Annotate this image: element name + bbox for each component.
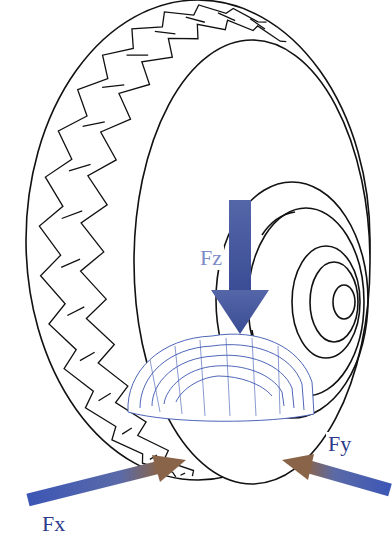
arrow-shaft bbox=[229, 200, 251, 292]
tread-groove bbox=[127, 54, 149, 55]
patch-mesh bbox=[150, 338, 280, 416]
tread-groove bbox=[61, 259, 80, 267]
tread-groove bbox=[186, 17, 205, 22]
tread-groove bbox=[99, 393, 111, 400]
contact-patch bbox=[128, 334, 314, 421]
patch-contour bbox=[128, 334, 314, 421]
patch-contour bbox=[152, 355, 294, 408]
arrow-shaft bbox=[28, 467, 160, 500]
tread-groove bbox=[218, 13, 235, 21]
patch-contour bbox=[176, 376, 272, 402]
rim-detail bbox=[262, 212, 295, 235]
tread-groove bbox=[67, 307, 84, 316]
tread-groove bbox=[250, 19, 265, 29]
tread-groove bbox=[69, 164, 91, 170]
arrow-head bbox=[211, 290, 269, 334]
force-label: Fx bbox=[40, 512, 67, 536]
force-arrow-x bbox=[28, 455, 186, 500]
force-arrow-y bbox=[282, 454, 390, 490]
arrow-shaft bbox=[306, 466, 390, 490]
force-label: Fy bbox=[326, 432, 353, 456]
patch-contour bbox=[164, 366, 284, 406]
arrow-head bbox=[282, 454, 314, 480]
hub-ring bbox=[310, 262, 358, 342]
tread-groove bbox=[102, 85, 124, 87]
hub bbox=[292, 246, 360, 358]
tread-groove bbox=[122, 428, 132, 434]
tire-outline bbox=[26, 0, 370, 484]
tread-groove bbox=[83, 122, 105, 127]
tread-groove bbox=[80, 352, 95, 360]
tread-groove bbox=[62, 211, 82, 219]
arrow-head bbox=[152, 455, 186, 482]
force-label: Fz bbox=[198, 246, 224, 270]
tread-groove bbox=[155, 31, 176, 34]
tread-groove bbox=[180, 473, 185, 475]
hub-center bbox=[333, 285, 355, 319]
